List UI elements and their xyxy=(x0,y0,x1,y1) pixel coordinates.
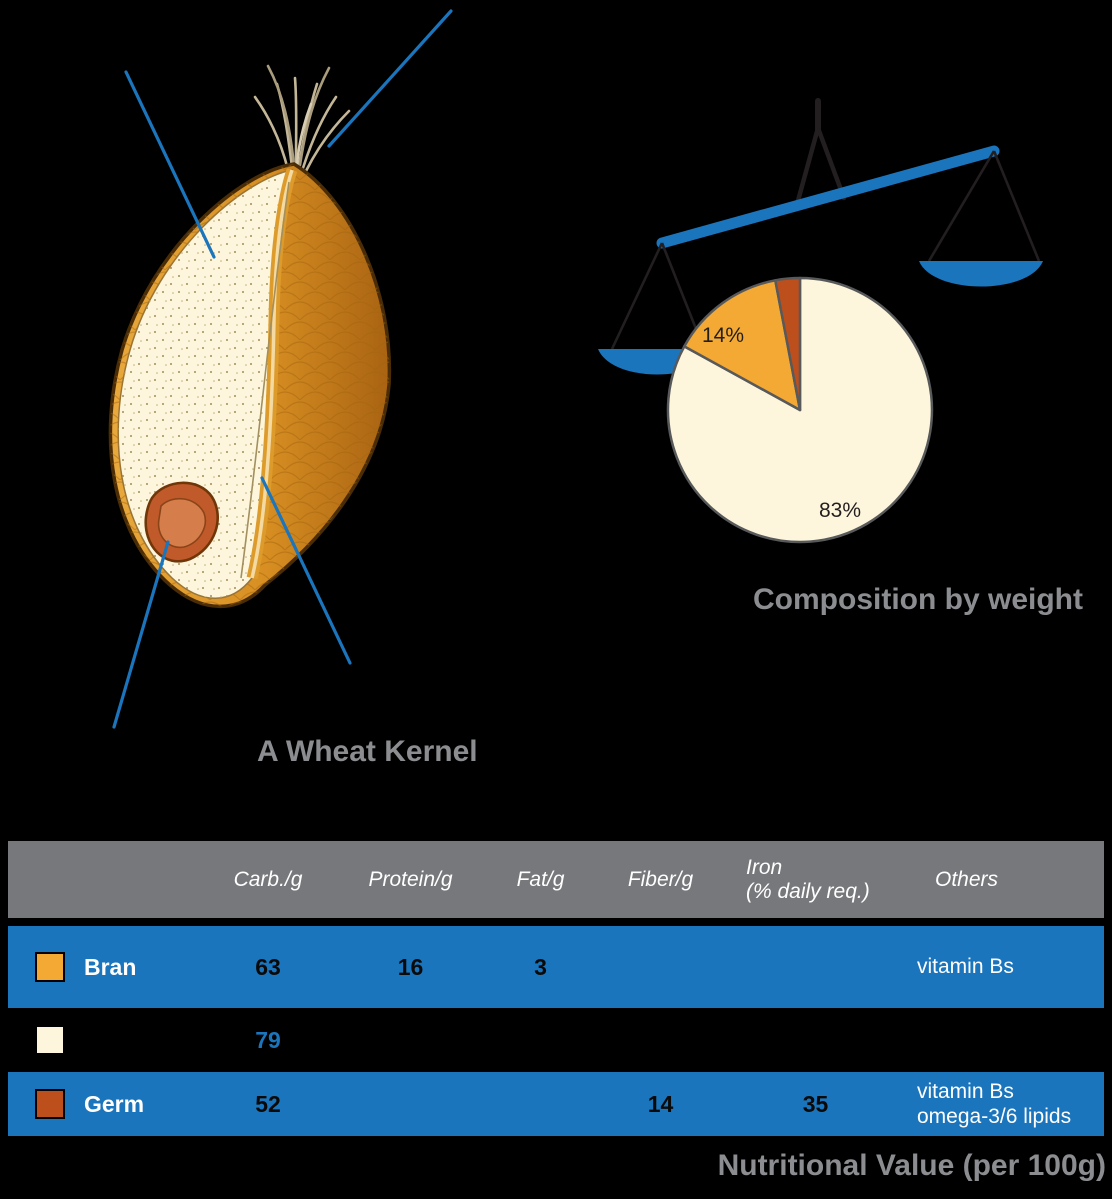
scale-fulcrum xyxy=(793,125,847,211)
wheat-kernel-illustration xyxy=(108,64,392,609)
bran-label-cell: Bran xyxy=(8,952,198,982)
endosperm-color-swatch xyxy=(35,1025,65,1055)
bran-callout-line xyxy=(260,476,352,665)
endosperm-callout-line xyxy=(124,70,216,259)
header-protein: Protein/g xyxy=(368,867,453,891)
germ-fiber-value: 14 xyxy=(647,1090,674,1117)
table-row-germ: Germ 52 14 35 vitamin Bs omega-3/6 lipid… xyxy=(8,1072,1104,1136)
bran-color-swatch xyxy=(35,952,65,982)
kernel-germ-detail xyxy=(157,497,206,549)
germ-label-cell: Germ xyxy=(8,1089,198,1119)
header-iron-line2: (% daily req.) xyxy=(746,879,870,903)
germ-iron-value: 35 xyxy=(802,1090,829,1117)
bran-others-value: vitamin Bs xyxy=(917,955,1014,979)
germ-carb-value: 52 xyxy=(255,1090,281,1117)
germ-others-value: vitamin Bs omega-3/6 lipids xyxy=(917,1079,1072,1128)
kernel-brush-hairs xyxy=(253,64,351,173)
nutrition-table-caption: Nutritional Value (per 100g) xyxy=(717,1149,1106,1182)
header-others: Others xyxy=(935,867,999,891)
kernel-crease-line xyxy=(240,181,290,579)
pie-label-bran: 14% xyxy=(702,324,744,347)
table-row-endosperm: 79 xyxy=(8,1008,1104,1072)
endosperm-carb-value: 79 xyxy=(255,1026,281,1053)
nutrition-table-header: Carb./g Protein/g Fat/g Fiber/g Iron (% … xyxy=(8,841,1104,918)
table-row-bran: Bran 63 16 3 vitamin Bs xyxy=(8,926,1104,1008)
germ-color-swatch xyxy=(35,1089,65,1119)
bran-row-label: Bran xyxy=(84,953,137,980)
callout-leader-lines xyxy=(112,9,453,729)
header-fat: Fat/g xyxy=(516,867,565,891)
scale-right-strings xyxy=(927,150,1041,262)
header-iron: Iron (% daily req.) xyxy=(723,856,908,903)
kernel-bran-cross-section-highlight xyxy=(250,169,294,579)
brush-callout-line xyxy=(327,9,453,148)
pie-label-endosperm: 83% xyxy=(819,499,861,522)
germ-row-label: Germ xyxy=(84,1090,145,1117)
pie-slice-germ xyxy=(774,276,802,412)
composition-pie-chart: 14% 83% xyxy=(666,276,934,544)
scale-beam xyxy=(656,145,1000,249)
endosperm-label-cell xyxy=(8,1025,198,1055)
header-iron-line1: Iron xyxy=(746,855,783,879)
composition-chart-title: Composition by weight xyxy=(753,583,1083,616)
header-carb: Carb./g xyxy=(233,867,303,891)
pie-slice-bran xyxy=(683,279,802,412)
germ-callout-line xyxy=(112,540,170,729)
bran-protein-value: 16 xyxy=(397,953,424,980)
scale-right-pan xyxy=(919,261,1043,287)
balance-scale-illustration xyxy=(598,98,1043,375)
header-fiber: Fiber/g xyxy=(627,867,694,891)
nutrition-table: Carb./g Protein/g Fat/g Fiber/g Iron (% … xyxy=(8,841,1104,1136)
infographic-illustrations: 14% 83% xyxy=(108,9,1043,729)
bran-carb-value: 63 xyxy=(255,953,281,980)
kernel-diagram-title: A Wheat Kernel xyxy=(257,735,478,768)
bran-fat-value: 3 xyxy=(534,953,547,980)
scale-left-strings xyxy=(610,242,706,350)
